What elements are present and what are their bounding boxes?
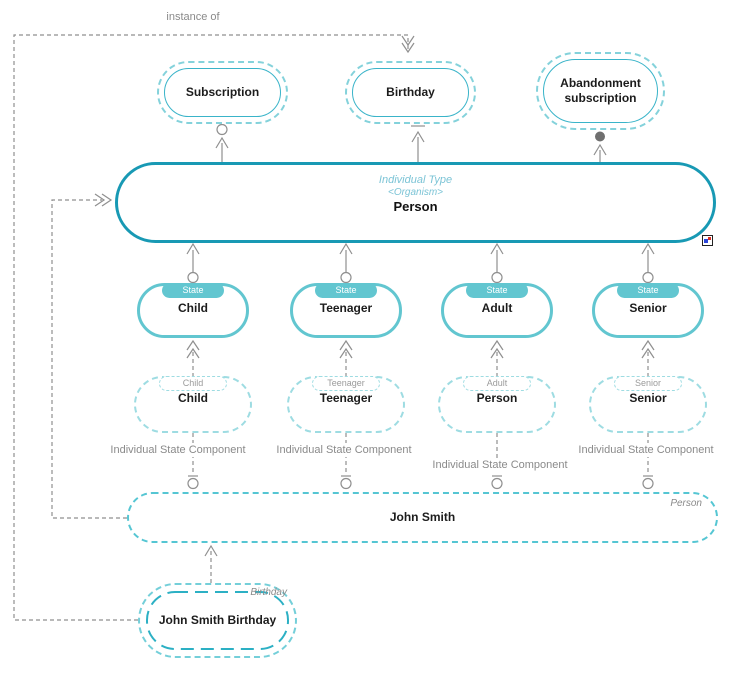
node-state-teenager[interactable]: State Teenager (290, 283, 402, 338)
person-stereotype: Individual Type (378, 174, 453, 186)
john-smith-type-label: Person (670, 498, 702, 509)
node-individual-person[interactable]: Adult Person (438, 376, 556, 433)
node-john-smith[interactable]: Person John Smith (127, 492, 718, 543)
node-state-senior[interactable]: State Senior (592, 283, 704, 338)
node-label: Abandonment subscription (560, 76, 641, 105)
node-label: Teenager (319, 301, 373, 315)
filled-circle-terminal-icon (595, 131, 605, 142)
node-label: Subscription (185, 85, 260, 99)
node-abandonment-subscription[interactable]: Abandonment subscription (536, 52, 665, 130)
component-label: Individual State Component (415, 458, 585, 472)
john-smith-birthday-type-label: Birthday (250, 587, 287, 598)
ole-object-icon (702, 235, 713, 246)
node-label: Child (178, 391, 208, 405)
double-chevron-right-icon (101, 193, 113, 207)
node-person-type[interactable]: Individual Type <Organism> Person (115, 162, 716, 243)
node-label: Teenager (319, 391, 373, 405)
state-badge: State (617, 283, 679, 298)
node-label: Senior (629, 391, 667, 405)
node-abandonment-inner: Abandonment subscription (543, 59, 658, 123)
node-state-adult[interactable]: State Adult (441, 283, 553, 338)
jsb-inner-border (146, 591, 289, 650)
chevron-up-icon (411, 130, 425, 143)
individual-badge: Child (159, 376, 227, 391)
chevron-up-icon (204, 544, 218, 557)
node-birthday[interactable]: Birthday (345, 61, 476, 124)
node-birthday-inner: Birthday (352, 68, 469, 117)
instance-of-path-birthday (13, 34, 409, 621)
double-chevron-down-icon (401, 35, 415, 47)
component-label: Individual State Component (561, 443, 731, 457)
node-label: Person (476, 391, 518, 405)
node-label: John Smith (389, 510, 456, 524)
component-label: Individual State Component (259, 443, 429, 457)
node-label: John Smith Birthday (158, 613, 277, 627)
state-badge: State (162, 283, 224, 298)
instance-of-path-person (51, 199, 127, 519)
state-badge: State (466, 283, 528, 298)
component-label: Individual State Component (93, 443, 263, 457)
individual-badge: Senior (614, 376, 682, 391)
node-individual-senior[interactable]: Senior Senior (589, 376, 707, 433)
individual-badge: Teenager (312, 376, 380, 391)
hollow-circle-terminal-icon (216, 123, 228, 136)
individual-badge: Adult (463, 376, 531, 391)
node-subscription-inner: Subscription (164, 68, 281, 117)
state-badge: State (315, 283, 377, 298)
node-individual-teenager[interactable]: Teenager Teenager (287, 376, 405, 433)
chevron-up-icon (215, 136, 229, 149)
node-john-smith-birthday[interactable]: Birthday John Smith Birthday (138, 583, 297, 658)
ole-blue-square (704, 239, 708, 243)
node-label: Child (178, 301, 208, 315)
node-label: Senior (629, 301, 667, 315)
ole-red-square (708, 237, 711, 240)
person-classifier: <Organism> (387, 186, 444, 198)
double-chevron-right-icon (94, 193, 106, 207)
double-chevron-down-icon (401, 42, 415, 54)
person-name: Person (393, 199, 438, 215)
node-subscription[interactable]: Subscription (157, 61, 288, 124)
chevron-up-icon (593, 143, 607, 156)
node-label: Birthday (386, 85, 435, 99)
node-label: Adult (481, 301, 513, 315)
node-individual-child[interactable]: Child Child (134, 376, 252, 433)
instance-of-label: instance of (166, 11, 220, 23)
node-state-child[interactable]: State Child (137, 283, 249, 338)
